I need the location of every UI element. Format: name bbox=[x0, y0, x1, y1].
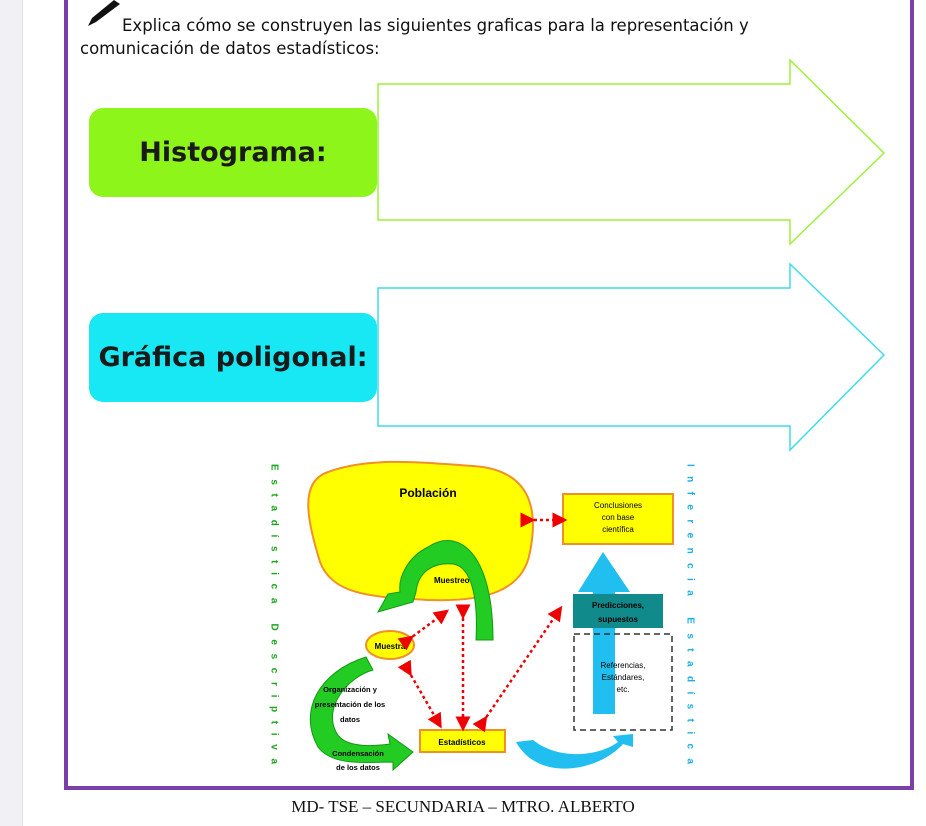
muestreo-label: Muestreo bbox=[434, 576, 470, 585]
inferencia-estadistica-vertical: Inferencia Estadística bbox=[685, 464, 696, 764]
svg-text:Referencias,Estándares,etc.: Referencias,Estándares,etc. bbox=[601, 661, 646, 694]
svg-text:Predicciones,supuestos: Predicciones,supuestos bbox=[592, 601, 644, 624]
estadisticos-label: Estadísticos bbox=[438, 738, 486, 747]
poligonal-label: Gráfica poligonal: bbox=[89, 313, 377, 402]
instruction-text: Explica cómo se construyen las siguiente… bbox=[80, 16, 749, 58]
poligonal-answer-arrow[interactable] bbox=[376, 262, 888, 454]
histograma-answer-arrow[interactable] bbox=[376, 58, 888, 248]
side-strip bbox=[0, 0, 23, 826]
muestra-label: Muestra bbox=[375, 642, 406, 651]
page-frame bbox=[64, 0, 914, 790]
pencil-icon bbox=[88, 0, 120, 26]
footer-text: MD- TSE – SECUNDARIA – MTRO. ALBERTO bbox=[291, 797, 635, 816]
histograma-label: Histograma: bbox=[89, 108, 377, 197]
poblacion-label: Población bbox=[399, 486, 456, 500]
estadistica-descriptiva-vertical: Estadística Descriptiva bbox=[269, 464, 280, 764]
